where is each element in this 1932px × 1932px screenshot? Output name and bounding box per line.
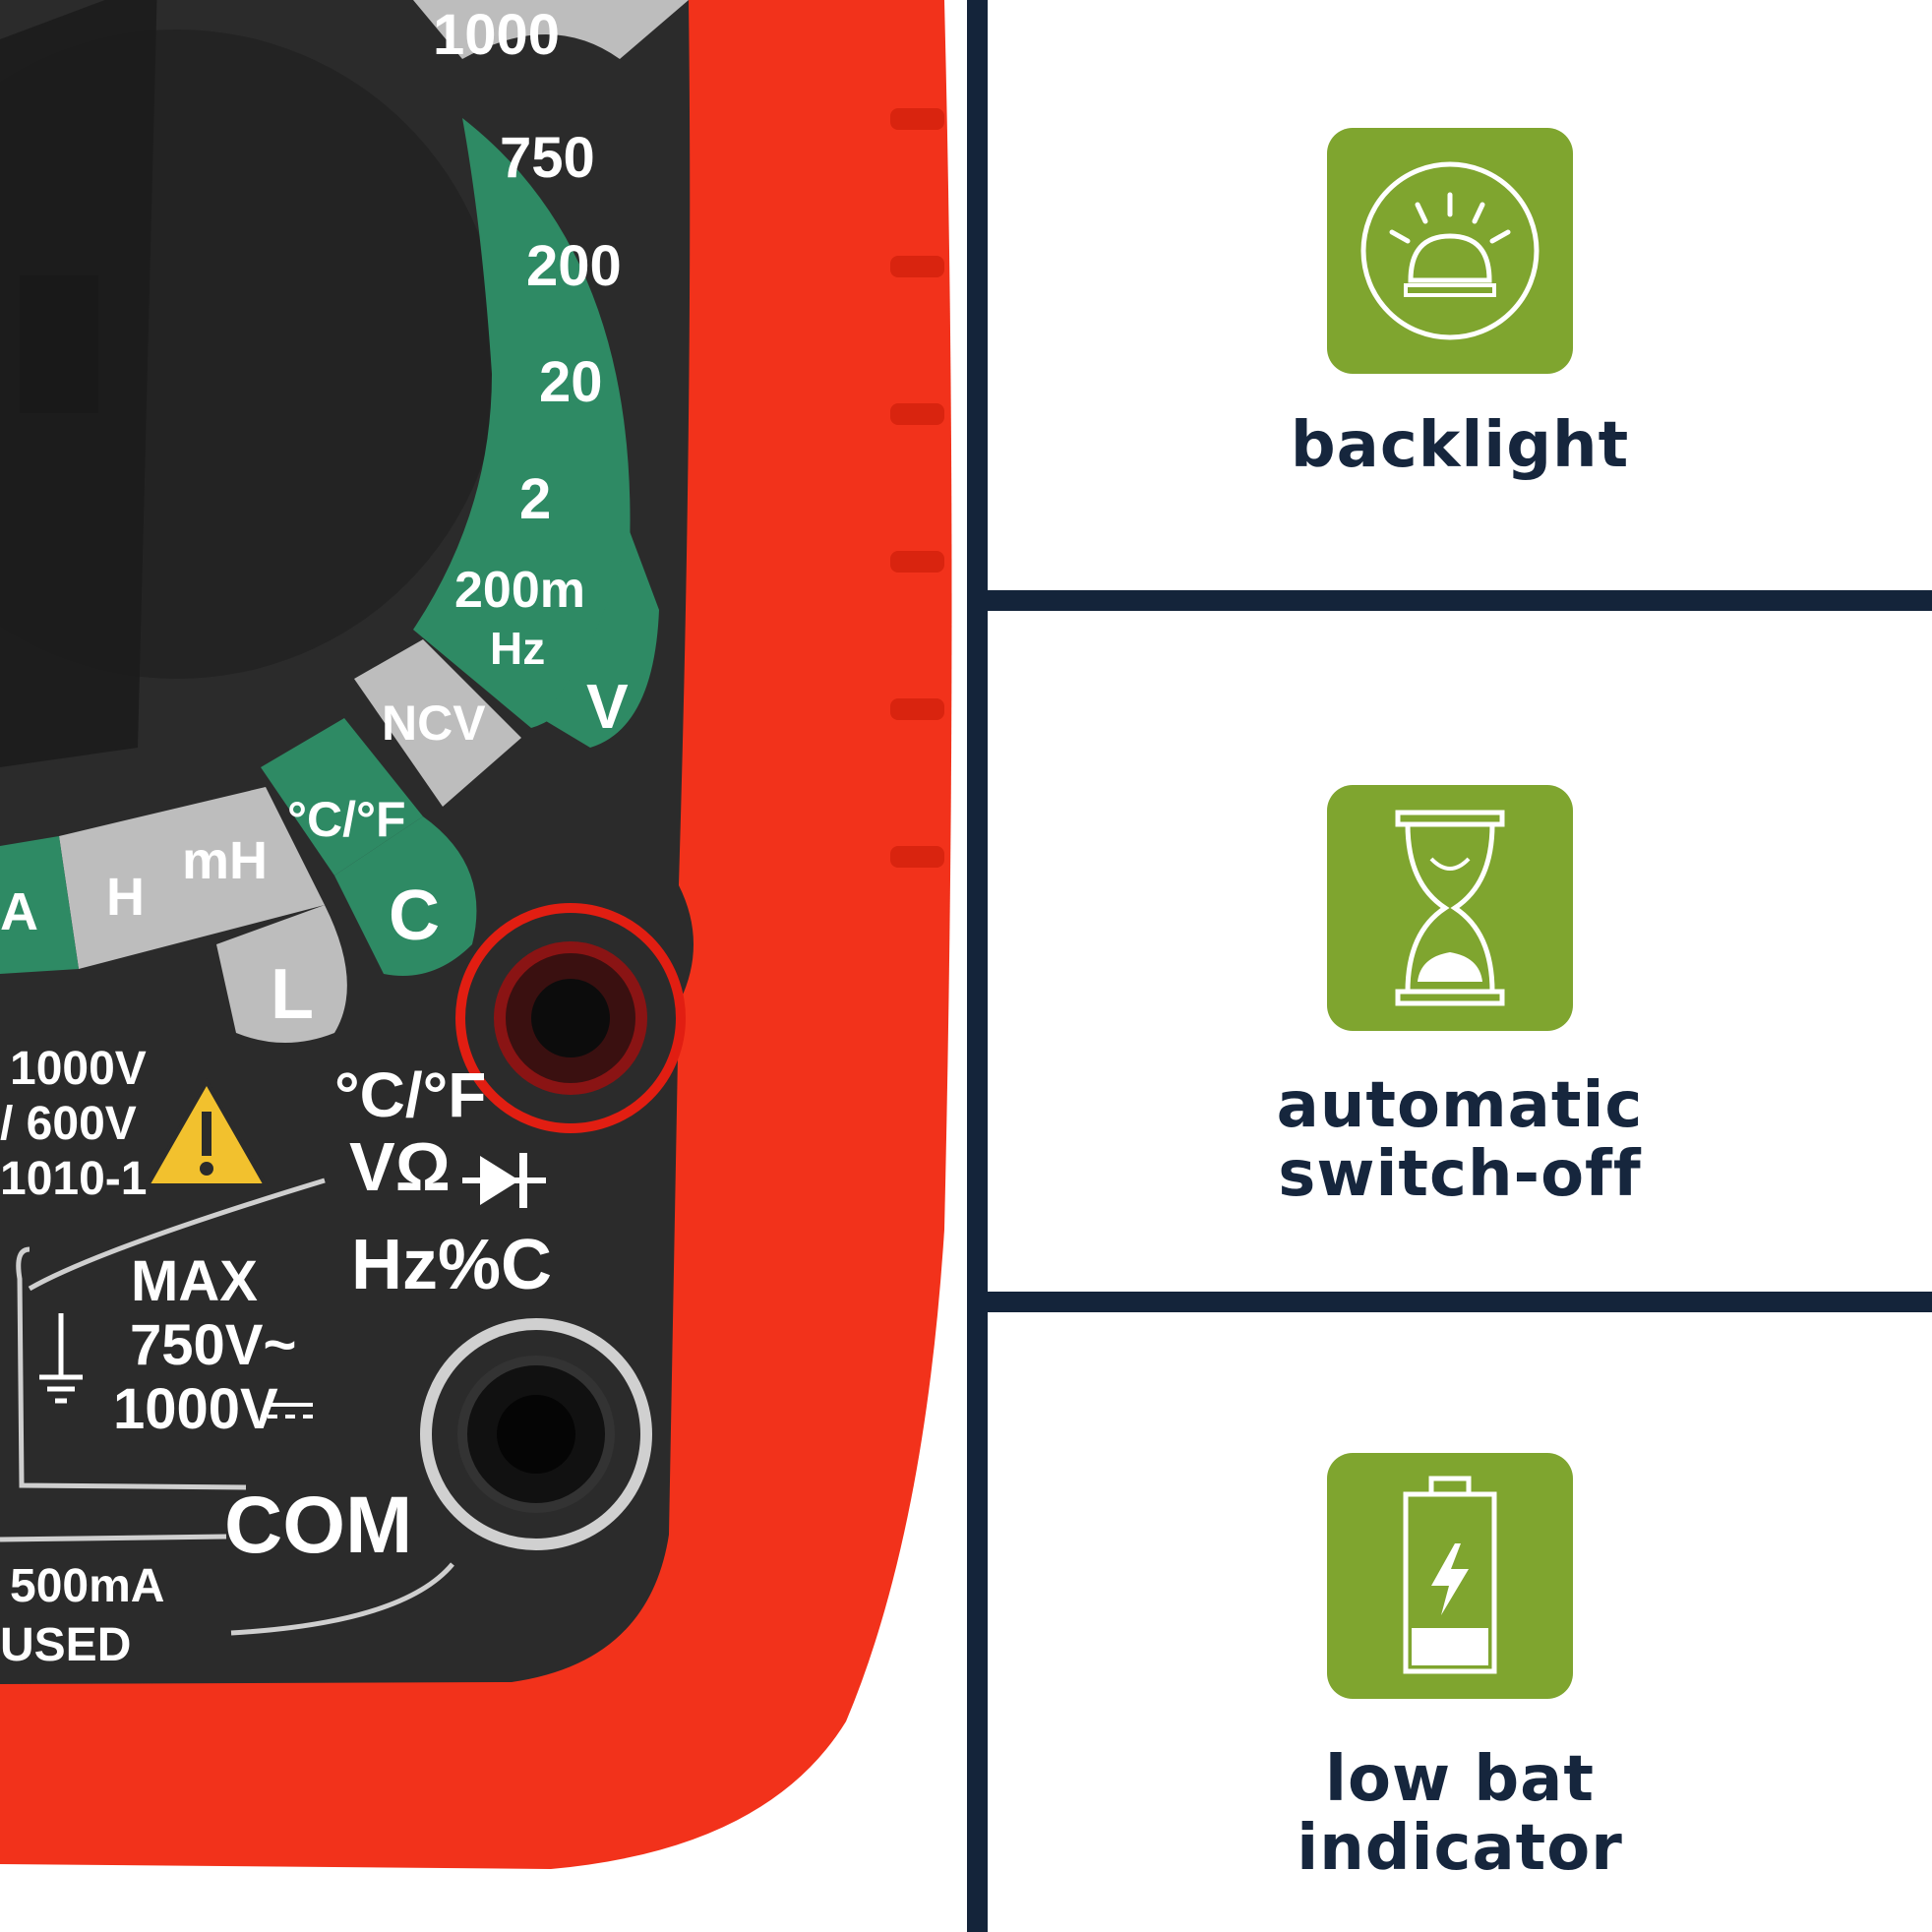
panel-rating-2: / 600V bbox=[0, 1098, 137, 1150]
panel-hz-pct: Hz%C bbox=[351, 1226, 552, 1304]
dial-label-hz: Hz bbox=[490, 623, 545, 674]
battery-tile bbox=[1327, 1453, 1573, 1699]
dial-label-200: 200 bbox=[526, 234, 622, 298]
panel-rating-1: 1000V bbox=[10, 1043, 147, 1095]
feature-low-bat: low bat indicator bbox=[988, 1312, 1932, 1932]
dial-label-v-ac: V bbox=[586, 671, 629, 742]
dial-label-temp: °C/°F bbox=[287, 792, 406, 847]
battery-icon bbox=[1403, 1476, 1497, 1674]
panel-fuse-1: 500mA bbox=[10, 1560, 164, 1612]
backlight-tile bbox=[1327, 128, 1573, 374]
dial-label-ncv: NCV bbox=[382, 695, 486, 751]
ac-range-arc bbox=[413, 118, 631, 728]
dc-symbol-icon bbox=[268, 1403, 313, 1419]
dial-label-h: H bbox=[106, 868, 145, 927]
ground-icon bbox=[39, 1313, 83, 1404]
dial-label-l: L bbox=[271, 955, 314, 1034]
panel-com: COM bbox=[224, 1480, 412, 1570]
panel-max-dc: 1000V bbox=[113, 1377, 278, 1441]
feature-backlight: backlight bbox=[988, 0, 1932, 590]
backlight-icon bbox=[1360, 161, 1540, 340]
panel-fuse-2: USED bbox=[0, 1619, 131, 1671]
feature-label-auto-off: automatic switch-off bbox=[1276, 1069, 1644, 1211]
dial-label-2: 2 bbox=[519, 467, 551, 531]
hourglass-icon bbox=[1395, 810, 1505, 1006]
panel-volt-ohm: VΩ bbox=[349, 1128, 451, 1205]
vertical-divider bbox=[967, 0, 988, 1932]
panel-temp: °C/°F bbox=[334, 1059, 486, 1130]
panel-rating-3: 1010-1 bbox=[0, 1153, 147, 1205]
dial-label-750: 750 bbox=[500, 126, 595, 190]
feature-label-low-bat: low bat indicator bbox=[1297, 1743, 1623, 1885]
feature-label-backlight: backlight bbox=[1290, 409, 1630, 482]
dial-label-1000: 1000 bbox=[433, 3, 560, 67]
feature-auto-off: automatic switch-off bbox=[988, 611, 1932, 1292]
panel-max-ac: 750V~ bbox=[130, 1313, 296, 1377]
warning-icon bbox=[144, 1077, 270, 1187]
hourglass-tile bbox=[1327, 785, 1573, 1031]
dial-label-mh: mH bbox=[182, 831, 268, 890]
multimeter-photo: 1000 750 200 20 2 200m Hz V NCV °C/°F C … bbox=[0, 0, 952, 1869]
dial-label-200m: 200m bbox=[454, 562, 585, 619]
diode-icon bbox=[462, 1153, 546, 1208]
dial-label-a: A bbox=[0, 882, 38, 941]
horizontal-divider-2 bbox=[988, 1292, 1932, 1312]
dial-label-20: 20 bbox=[539, 350, 603, 414]
panel-max: MAX bbox=[131, 1249, 258, 1313]
horizontal-divider-1 bbox=[988, 590, 1932, 611]
dial-label-c: C bbox=[389, 876, 440, 955]
